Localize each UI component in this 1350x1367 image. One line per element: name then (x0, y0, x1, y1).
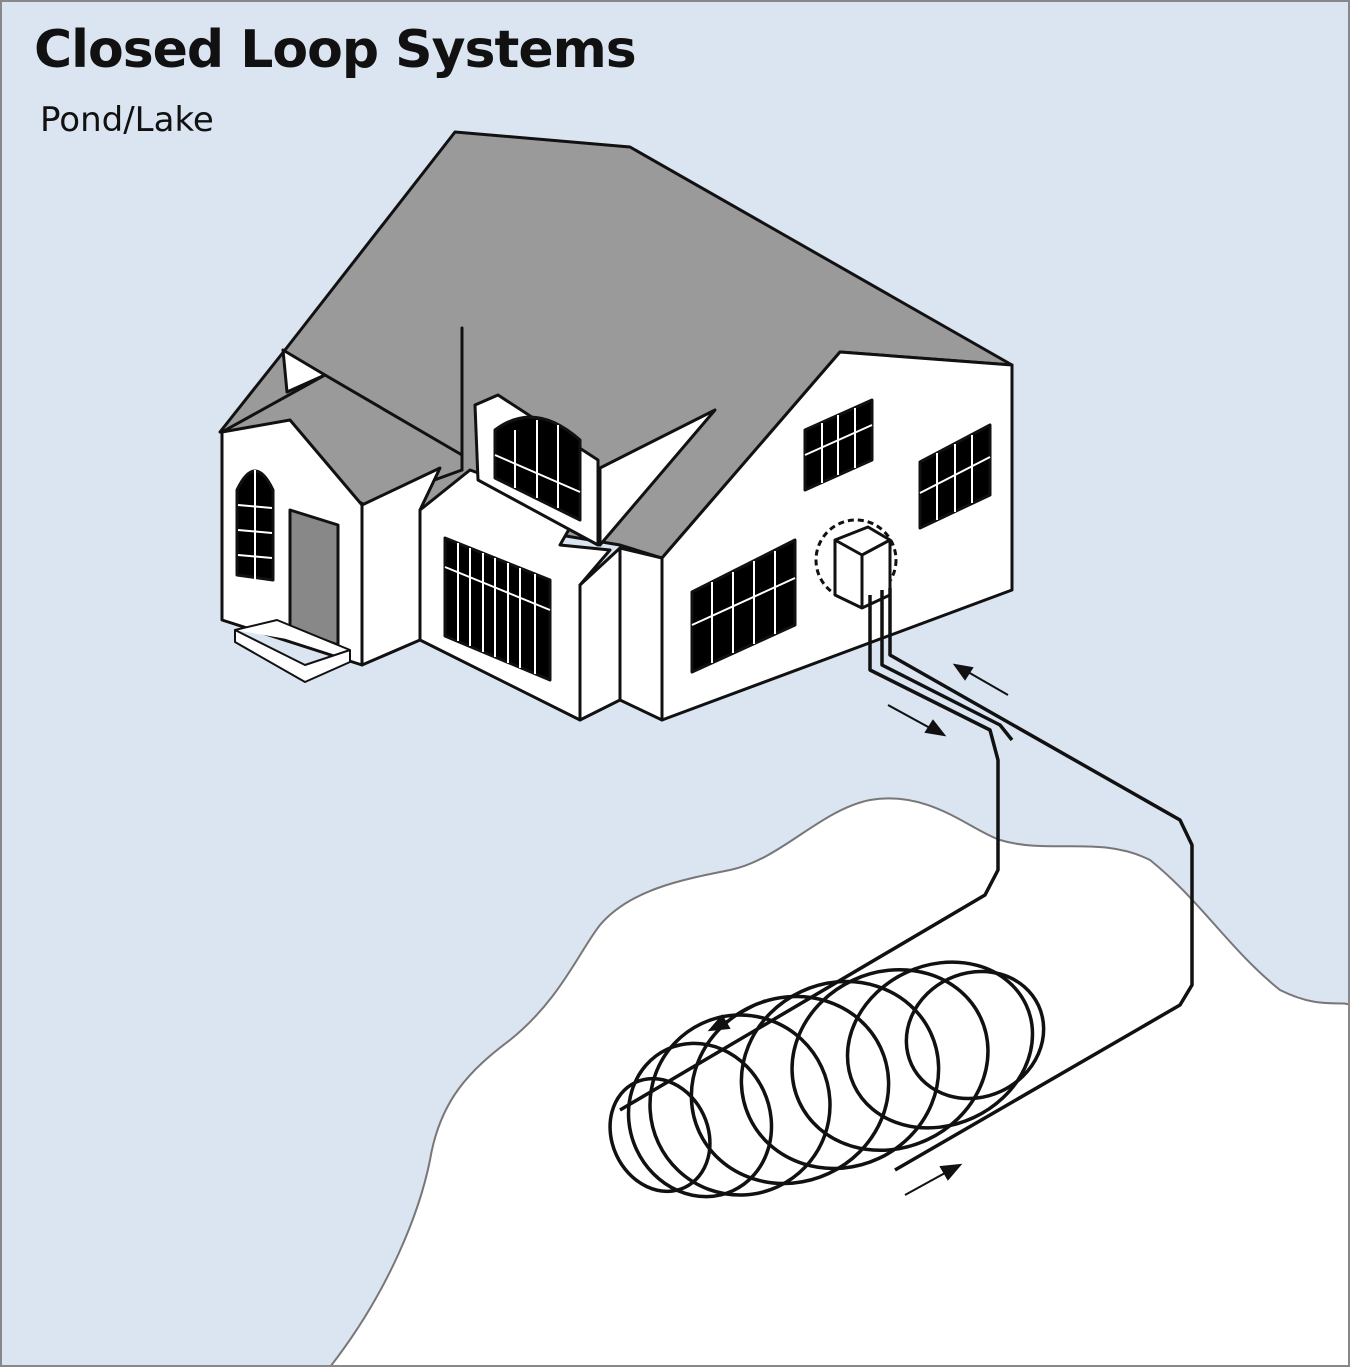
flow-arrow-3 (707, 999, 766, 1032)
pipe-supply-inner (880, 590, 1014, 742)
dormer-window-muntins (494, 420, 581, 508)
pond-shape (328, 797, 1350, 1367)
house-corner-wall (618, 546, 664, 722)
front-step (234, 619, 351, 683)
pipe-return (888, 588, 1194, 1172)
flow-arrow-2 (887, 704, 947, 737)
heat-pump-edge (834, 538, 863, 557)
diagram-title: Closed Loop Systems (34, 20, 637, 80)
gable-window-upper-right-muntins (919, 435, 991, 520)
loop-pipes (619, 588, 1194, 1172)
dormer-side-wall (598, 408, 717, 547)
house-side-wall-notch (281, 348, 327, 394)
bay-window-muntins (444, 543, 551, 674)
flow-arrow-1 (952, 663, 1009, 696)
gable-window-upper-left-muntins (804, 408, 873, 483)
pipe-supply-outer (619, 595, 1000, 1112)
flow-arrows (707, 663, 1009, 1196)
front-door (288, 508, 340, 647)
gable-window-lower (690, 538, 797, 674)
flow-arrow-4 (904, 1163, 963, 1196)
bay-window (443, 536, 552, 682)
diagram-subtitle: Pond/Lake (40, 100, 214, 140)
pipe-coil (608, 960, 1046, 1199)
gable-window-lower-muntins (691, 551, 796, 663)
heat-pump-edge-2 (861, 538, 891, 557)
arched-window-left-muntins (237, 470, 273, 580)
house (218, 130, 1014, 722)
